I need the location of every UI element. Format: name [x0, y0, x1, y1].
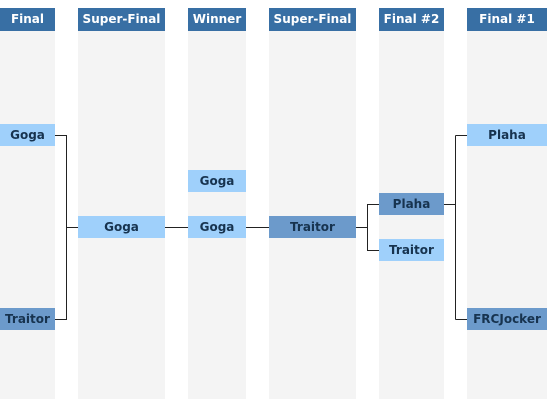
column-header-super-final-left: Super-Final	[78, 8, 165, 31]
bracket-slot-super-final-right[interactable]: Traitor	[269, 216, 356, 238]
connector-superfinal-right-to-final2-bottom	[367, 227, 379, 251]
bracket-slot-winner-center[interactable]: Goga	[188, 216, 246, 238]
column-header-final-2: Final #2	[379, 8, 444, 31]
bracket-slot-winner-top[interactable]: Goga	[188, 170, 246, 192]
column-final: Final Goga Traitor	[0, 8, 55, 399]
connector-final-top	[55, 135, 67, 228]
column-winner: Winner Goga Goga	[188, 8, 246, 399]
bracket-slot-final-2-bottom[interactable]: Traitor	[379, 239, 444, 261]
bracket-slot-final-bottom[interactable]: Traitor	[0, 308, 55, 330]
bracket-slot-final-1-top[interactable]: Plaha	[467, 124, 547, 146]
column-super-final-left: Super-Final Goga	[78, 8, 165, 399]
column-header-winner: Winner	[188, 8, 246, 31]
column-final-1: Final #1 Plaha FRCJocker	[467, 8, 547, 399]
column-header-final: Final	[0, 8, 55, 31]
column-header-super-final-right: Super-Final	[269, 8, 356, 31]
bracket-slot-final-top[interactable]: Goga	[0, 124, 55, 146]
bracket-slot-super-final-left[interactable]: Goga	[78, 216, 165, 238]
column-header-final-1: Final #1	[467, 8, 547, 31]
connector-superfinal-right-to-final2	[356, 204, 379, 228]
bracket-slot-final-1-bottom[interactable]: FRCJocker	[467, 308, 547, 330]
column-final-2: Final #2 Plaha Traitor	[379, 8, 444, 399]
connector-final-bottom	[55, 227, 67, 320]
column-super-final-right: Super-Final Traitor	[269, 8, 356, 399]
bracket-slot-final-2-top[interactable]: Plaha	[379, 193, 444, 215]
